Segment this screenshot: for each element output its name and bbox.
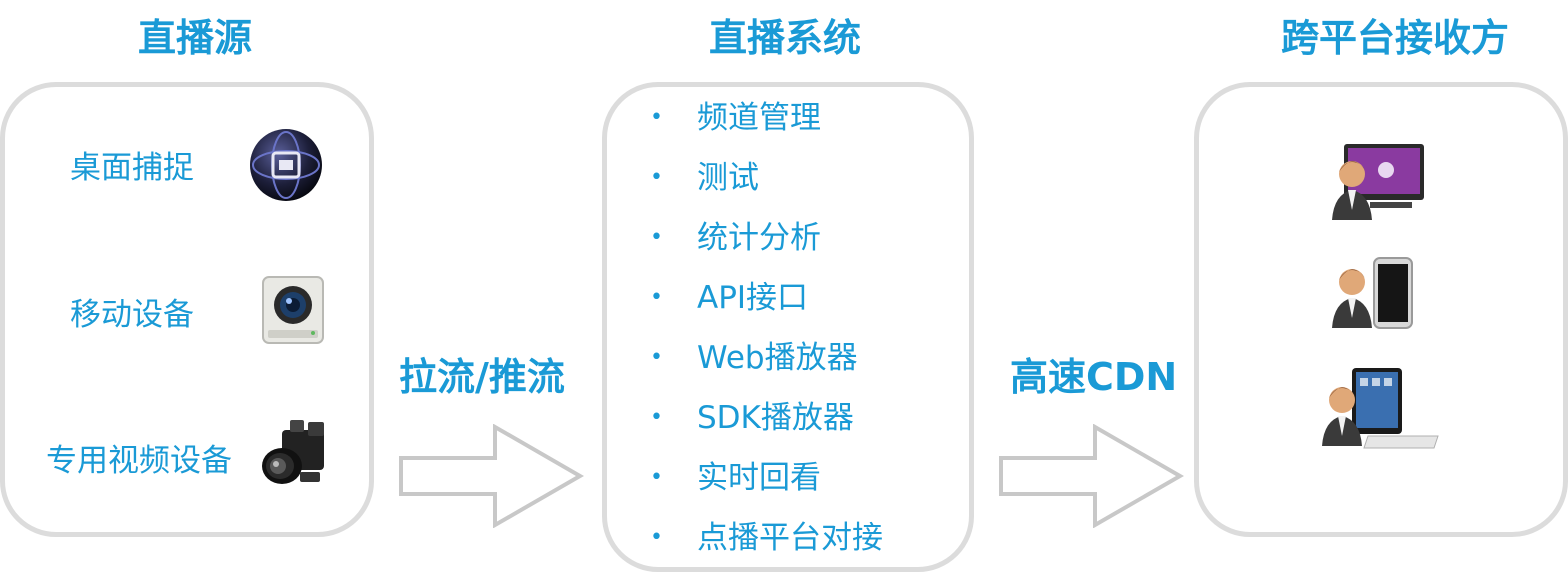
system-panel bbox=[602, 82, 974, 572]
feature-label: Web播放器 bbox=[697, 340, 858, 376]
feature-label: 实时回看 bbox=[697, 460, 821, 496]
source-item-mobile-device: 移动设备 bbox=[70, 297, 194, 333]
user-desktop-icon bbox=[1332, 144, 1424, 220]
flow-arrow-right-2 bbox=[999, 424, 1184, 528]
bullet: • bbox=[650, 465, 663, 490]
bullet: • bbox=[650, 525, 663, 550]
feature-label: 统计分析 bbox=[697, 220, 821, 256]
bullet: • bbox=[650, 405, 663, 430]
feature-label: 频道管理 bbox=[697, 100, 821, 136]
feature-label: 点播平台对接 bbox=[697, 520, 883, 556]
source-item-desktop-capture: 桌面捕捉 bbox=[70, 150, 194, 186]
desktop-capture-icon bbox=[250, 129, 322, 201]
bullet: • bbox=[650, 225, 663, 250]
cdn-label: 高速CDN bbox=[1010, 355, 1178, 399]
source-heading: 直播源 bbox=[137, 16, 252, 60]
bullet: • bbox=[650, 105, 663, 130]
bullet: • bbox=[650, 345, 663, 370]
receivers-heading: 跨平台接收方 bbox=[1280, 16, 1509, 60]
bullet: • bbox=[650, 165, 663, 190]
feature-label: API接口 bbox=[697, 280, 809, 316]
user-tablet-icon bbox=[1322, 368, 1439, 449]
user-phone-icon bbox=[1332, 257, 1413, 329]
system-heading: 直播系统 bbox=[708, 16, 861, 60]
pull-push-stream-label: 拉流/推流 bbox=[399, 355, 565, 399]
source-item-video-device: 专用视频设备 bbox=[46, 443, 232, 479]
bullet: • bbox=[650, 285, 663, 310]
mobile-camera-icon bbox=[262, 276, 324, 344]
video-camera-icon bbox=[262, 420, 324, 484]
flow-arrow-right-1 bbox=[399, 424, 584, 528]
feature-label: SDK播放器 bbox=[697, 400, 854, 436]
feature-label: 测试 bbox=[697, 160, 759, 196]
